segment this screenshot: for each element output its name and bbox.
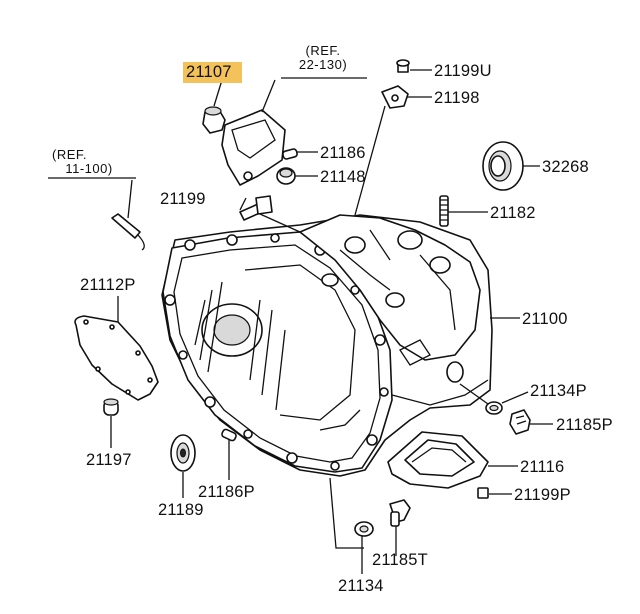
ref-22-130-note: (REF. 22-130)	[280, 44, 366, 71]
label-21100[interactable]: 21100	[522, 310, 568, 328]
ref-11-100-line1: (REF.	[52, 147, 87, 162]
label-21148[interactable]: 21148	[320, 168, 366, 186]
ref-22-130-line1: (REF.	[305, 43, 341, 58]
drain-plug-21185t-part[interactable]	[389, 499, 411, 527]
label-21189[interactable]: 21189	[158, 501, 204, 519]
washer-21134p-part[interactable]	[485, 401, 503, 415]
label-21107[interactable]: 21107	[183, 62, 242, 83]
label-21134[interactable]: 21134	[338, 577, 384, 595]
ref-22-130-line2: 22-130)	[298, 56, 348, 72]
wire-clip-ref-11-100-part[interactable]	[111, 213, 145, 251]
bolt-21199-part[interactable]	[239, 195, 273, 221]
label-32268[interactable]: 32268	[542, 158, 589, 176]
label-21112p[interactable]: 21112P	[80, 276, 136, 294]
oil-pan-21116-part[interactable]	[387, 431, 489, 489]
leader-lines	[48, 69, 553, 574]
cover-gasket-21112p-part[interactable]	[74, 315, 159, 401]
label-21199p[interactable]: 21199P	[514, 486, 571, 504]
seal-21189-part[interactable]	[170, 434, 196, 472]
label-21186p[interactable]: 21186P	[198, 483, 255, 501]
oil-seal-32268-part[interactable]	[482, 141, 524, 191]
label-21199[interactable]: 21199	[160, 190, 206, 208]
stud-21182-part[interactable]	[439, 195, 449, 227]
ref-11-100-note: (REF. 11-100)	[44, 148, 134, 175]
pin-21186p-part[interactable]	[221, 428, 237, 442]
label-21198[interactable]: 21198	[434, 89, 480, 107]
label-21107-highlight[interactable]: 21107	[183, 62, 242, 83]
bracket-21107-part[interactable]	[221, 109, 286, 186]
label-21186[interactable]: 21186	[320, 144, 366, 162]
bolt-21199p-part[interactable]	[477, 487, 489, 499]
label-21134p[interactable]: 21134P	[530, 382, 587, 400]
label-21197[interactable]: 21197	[86, 451, 132, 469]
plug-21197-part[interactable]	[103, 398, 119, 416]
bolt-21199u-part[interactable]	[396, 59, 410, 73]
pin-21186-part[interactable]	[282, 148, 298, 160]
plug-21185p-part[interactable]	[509, 409, 531, 435]
bracket-21198-part[interactable]	[381, 85, 409, 109]
transaxle-case-21100[interactable]	[161, 214, 493, 477]
label-21182[interactable]: 21182	[490, 204, 536, 222]
ref-11-100-line2: 11-100)	[65, 160, 113, 176]
washer-21134-part[interactable]	[354, 521, 374, 537]
bushing-21107-part[interactable]	[202, 106, 226, 134]
label-21185t[interactable]: 21185T	[372, 551, 428, 569]
cap-21148-part[interactable]	[276, 167, 296, 185]
label-21199u[interactable]: 21199U	[434, 62, 492, 80]
label-21116[interactable]: 21116	[520, 458, 565, 476]
label-21185p[interactable]: 21185P	[556, 416, 613, 434]
